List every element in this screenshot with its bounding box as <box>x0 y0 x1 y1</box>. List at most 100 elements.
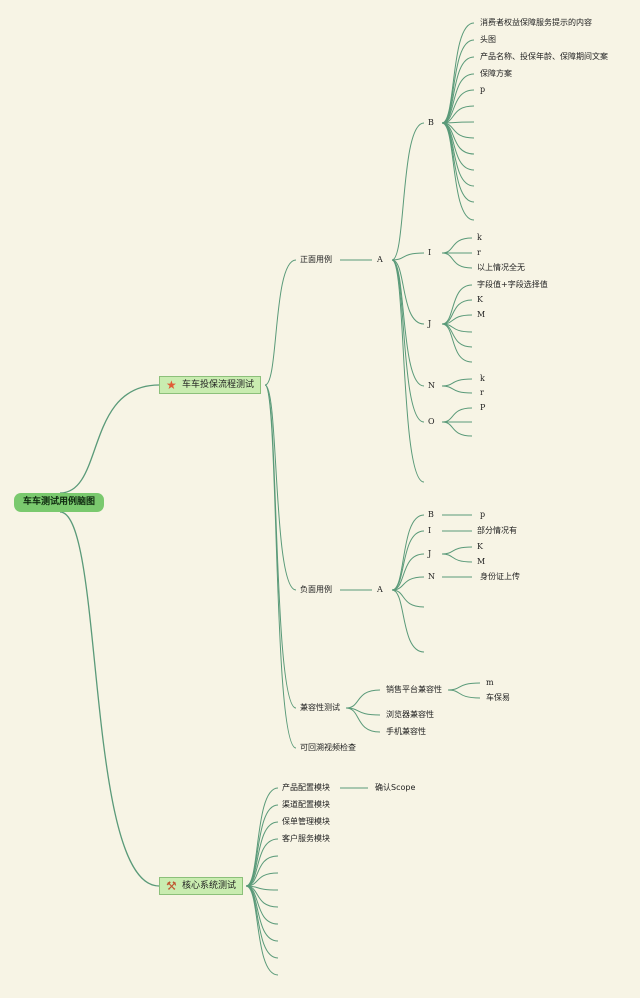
j-connector <box>441 323 473 348</box>
i-connector <box>441 252 473 269</box>
module-connector <box>245 787 279 887</box>
leaf-j-m[interactable]: M <box>477 310 486 319</box>
topic-label: 车车投保流程测试 <box>182 380 255 390</box>
j-connector <box>441 546 473 555</box>
topic-connector <box>264 384 297 709</box>
topic-core-system[interactable]: ⚒ 核心系统测试 <box>159 877 244 895</box>
leaf-j-k[interactable]: K <box>477 295 483 304</box>
leaf-b-consumer-rights[interactable]: 消费者权益保障服务提示的内容 <box>480 18 592 27</box>
a-connector <box>391 530 425 591</box>
o-connector <box>441 407 473 423</box>
leaf-b-plan[interactable]: 保障方案 <box>480 69 512 78</box>
o-connector <box>441 421 473 437</box>
module-connector <box>245 855 279 887</box>
a-connector <box>391 259 425 423</box>
b-connector <box>441 122 475 171</box>
node-video-check[interactable]: 可回溯视频检查 <box>300 743 356 752</box>
a-connector <box>391 259 425 325</box>
star-icon: ★ <box>166 378 177 392</box>
leaf-i-k[interactable]: k <box>477 233 482 242</box>
leaf-neg-b-p[interactable]: p <box>480 510 486 519</box>
module-connector <box>245 885 279 925</box>
node-positive-j[interactable]: J <box>428 319 432 328</box>
j-connector <box>441 553 473 563</box>
leaf-o-p[interactable]: P <box>480 403 486 412</box>
node-mobile-compat[interactable]: 手机兼容性 <box>386 727 426 736</box>
b-connector <box>441 122 475 221</box>
a-connector <box>391 553 425 591</box>
j-connector <box>441 323 473 363</box>
node-negative-a[interactable]: A <box>377 585 383 594</box>
node-sales-compat[interactable]: 销售平台兼容性 <box>386 685 442 694</box>
node-policy-mgmt[interactable]: 保单管理模块 <box>282 817 330 826</box>
node-positive-cases[interactable]: 正面用例 <box>300 255 332 264</box>
n-connector <box>441 378 473 387</box>
b-connector <box>441 39 475 124</box>
module-connector <box>245 838 279 887</box>
leaf-b-header-image[interactable]: 头图 <box>480 35 496 44</box>
leaf-n-k[interactable]: k <box>480 374 485 383</box>
module-connector <box>245 821 279 887</box>
node-browser-compat[interactable]: 浏览器兼容性 <box>386 710 434 719</box>
node-positive-o[interactable]: O <box>428 417 435 426</box>
node-negative-b[interactable]: B <box>428 510 434 519</box>
leaf-neg-i-partial[interactable]: 部分情况有 <box>477 526 517 535</box>
node-negative-n[interactable]: N <box>428 572 435 581</box>
topic-connector <box>264 384 297 749</box>
topic-label: 核心系统测试 <box>182 881 237 891</box>
a-connector <box>391 576 425 591</box>
topic-connector <box>264 384 297 591</box>
node-product-config[interactable]: 产品配置模块 <box>282 783 330 792</box>
b-connector <box>441 56 475 124</box>
leaf-sales-m[interactable]: m <box>486 678 494 687</box>
root-connector <box>59 511 160 887</box>
j-connector <box>441 299 473 325</box>
sales-connector <box>447 689 481 699</box>
node-negative-i[interactable]: I <box>428 526 432 535</box>
module-connector <box>245 885 279 959</box>
root-connector <box>59 384 160 494</box>
leaf-b-p[interactable]: p <box>480 85 486 94</box>
leaf-sales-chebaoyi[interactable]: 车保易 <box>486 693 510 702</box>
root-node[interactable]: 车车测试用例脑图 <box>14 493 104 512</box>
leaf-b-product-copy[interactable]: 产品名称、投保年龄、保障期间文案 <box>480 52 608 61</box>
tools-icon: ⚒ <box>166 879 177 893</box>
n-connector <box>441 385 473 394</box>
b-connector <box>441 89 475 124</box>
i-connector <box>441 237 473 254</box>
a-connector <box>391 514 425 591</box>
leaf-neg-j-k[interactable]: K <box>477 542 483 551</box>
node-negative-j[interactable]: J <box>428 549 432 558</box>
node-positive-i[interactable]: I <box>428 248 432 257</box>
leaf-j-field-value[interactable]: 字段值+字段选择值 <box>477 280 548 289</box>
node-customer-service[interactable]: 客户服务模块 <box>282 834 330 843</box>
node-channel-config[interactable]: 渠道配置模块 <box>282 800 330 809</box>
node-positive-a[interactable]: A <box>377 255 383 264</box>
leaf-i-none[interactable]: 以上情况全无 <box>477 263 525 272</box>
compat-connector <box>345 689 381 709</box>
compat-connector <box>345 707 381 733</box>
a-connector <box>391 122 425 261</box>
leaf-confirm-scope[interactable]: 确认Scope <box>375 783 416 792</box>
leaf-n-r[interactable]: r <box>480 388 484 397</box>
a-connector <box>391 252 425 261</box>
topic-insurance-flow[interactable]: ★ 车车投保流程测试 <box>159 376 262 394</box>
leaf-neg-n-id-upload[interactable]: 身份证上传 <box>480 572 520 581</box>
node-compat-test[interactable]: 兼容性测试 <box>300 703 340 712</box>
leaf-neg-j-m[interactable]: M <box>477 557 486 566</box>
module-connector <box>245 885 279 976</box>
sales-connector <box>447 682 481 691</box>
node-negative-cases[interactable]: 负面用例 <box>300 585 332 594</box>
b-connector <box>441 22 475 124</box>
a-connector <box>391 589 425 608</box>
node-positive-n[interactable]: N <box>428 381 435 390</box>
b-connector <box>441 122 475 203</box>
topic-connector <box>264 259 297 386</box>
a-connector <box>391 589 425 653</box>
j-connector <box>441 284 473 325</box>
leaf-i-r[interactable]: r <box>477 248 481 257</box>
node-positive-b[interactable]: B <box>428 118 434 127</box>
b-connector <box>441 122 475 187</box>
